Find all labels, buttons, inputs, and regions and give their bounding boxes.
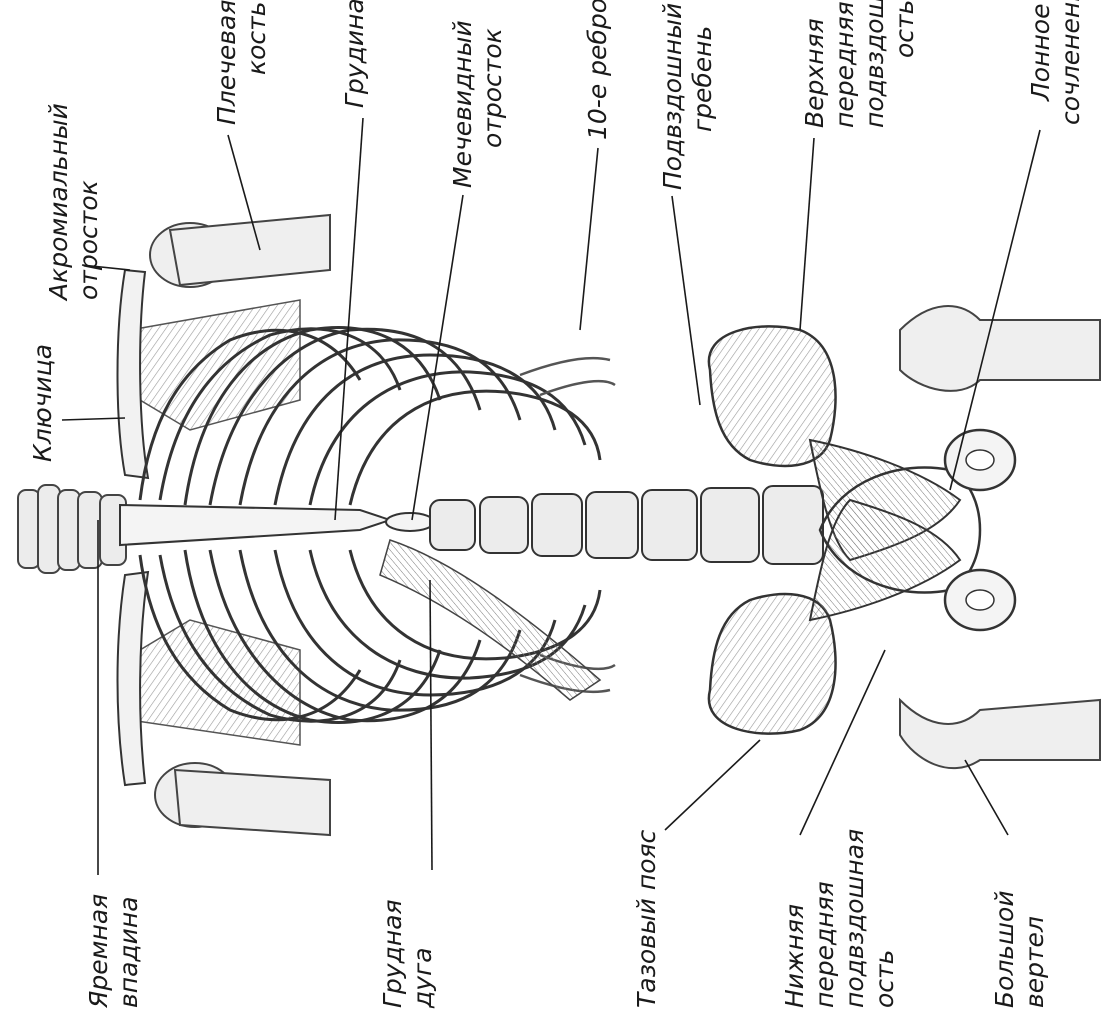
label-pelvic-line1: Тазовый пояс <box>632 830 662 1008</box>
label-humerus-line1: Плечевая <box>212 0 242 125</box>
cervical-spine <box>18 485 126 573</box>
label-sternum-line1: Грудина <box>340 0 370 108</box>
label-trochanter-line2: вертел <box>1020 890 1050 1008</box>
label-humerus: Плечевая кость <box>212 0 272 125</box>
label-sternum: Грудина <box>340 0 370 108</box>
label-pelvic-girdle: Тазовый пояс <box>632 830 662 1008</box>
femur-upper <box>900 306 1100 391</box>
leader-pelvic-girdle <box>665 740 760 830</box>
label-asis-line3: подвздошная <box>860 0 890 128</box>
label-acromion-line1: Акромиальный <box>44 103 74 300</box>
label-costal-arch: Грудная дуга <box>378 899 438 1008</box>
label-aiis-line3: подвздошная <box>840 829 870 1008</box>
label-pubic-symphysis: Лонное сочленение <box>1026 0 1086 125</box>
label-costal-line1: Грудная <box>378 899 408 1008</box>
humerus-lower <box>155 763 330 835</box>
label-rib10-line1: 10-е ребро <box>583 0 613 140</box>
leader-clavicle <box>62 418 125 420</box>
label-trochanter-line1: Большой <box>990 890 1020 1008</box>
label-aiis-line4: ость <box>870 829 900 1008</box>
xiphoid-process <box>386 513 434 531</box>
leader-costal-arch <box>430 580 432 870</box>
label-jugular-notch: Яремная впадина <box>84 894 144 1008</box>
label-asis-line4: ость <box>890 0 920 128</box>
label-acromion-line2: отросток <box>74 103 104 300</box>
label-rib10: 10-е ребро <box>583 0 613 140</box>
label-pubic-line2: сочленение <box>1056 0 1086 125</box>
label-clavicle-line1: Ключица <box>28 344 58 462</box>
label-greater-trochanter: Большой вертел <box>990 890 1050 1008</box>
label-asis-line2: передняя <box>830 0 860 128</box>
leader-asis <box>800 138 814 330</box>
label-humerus-line2: кость <box>242 0 272 125</box>
label-iliac-crest-line2: гребень <box>688 3 718 190</box>
label-iliac-crest-line1: Подвздошный <box>658 3 688 190</box>
label-xiphoid-line2: отросток <box>478 20 508 188</box>
label-asis-line1: Верхняя <box>800 0 830 128</box>
leader-sternum <box>335 118 363 520</box>
leader-trochanter <box>965 760 1008 835</box>
humerus-upper <box>150 215 330 287</box>
label-jugular-line2: впадина <box>114 894 144 1008</box>
label-xiphoid: Мечевидный отросток <box>448 20 508 188</box>
leader-rib10 <box>580 148 598 330</box>
label-aiis-line1: Нижняя <box>780 829 810 1008</box>
label-iliac-crest: Подвздошный гребень <box>658 3 718 190</box>
label-xiphoid-line1: Мечевидный <box>448 20 478 188</box>
femur-lower <box>900 700 1100 768</box>
label-jugular-line1: Яремная <box>84 894 114 1008</box>
label-aiis-line2: передняя <box>810 829 840 1008</box>
label-asis: Верхняя передняя подвздошная ость <box>800 0 920 128</box>
label-costal-line2: дуга <box>408 899 438 1008</box>
label-pubic-line1: Лонное <box>1026 0 1056 125</box>
label-clavicle: Ключица <box>28 344 58 462</box>
leader-iliac-crest <box>672 196 700 405</box>
lumbar-spine <box>430 486 823 564</box>
sternum <box>120 505 390 545</box>
label-acromion: Акромиальный отросток <box>44 103 104 300</box>
label-aiis: Нижняя передняя подвздошная ость <box>780 829 900 1008</box>
